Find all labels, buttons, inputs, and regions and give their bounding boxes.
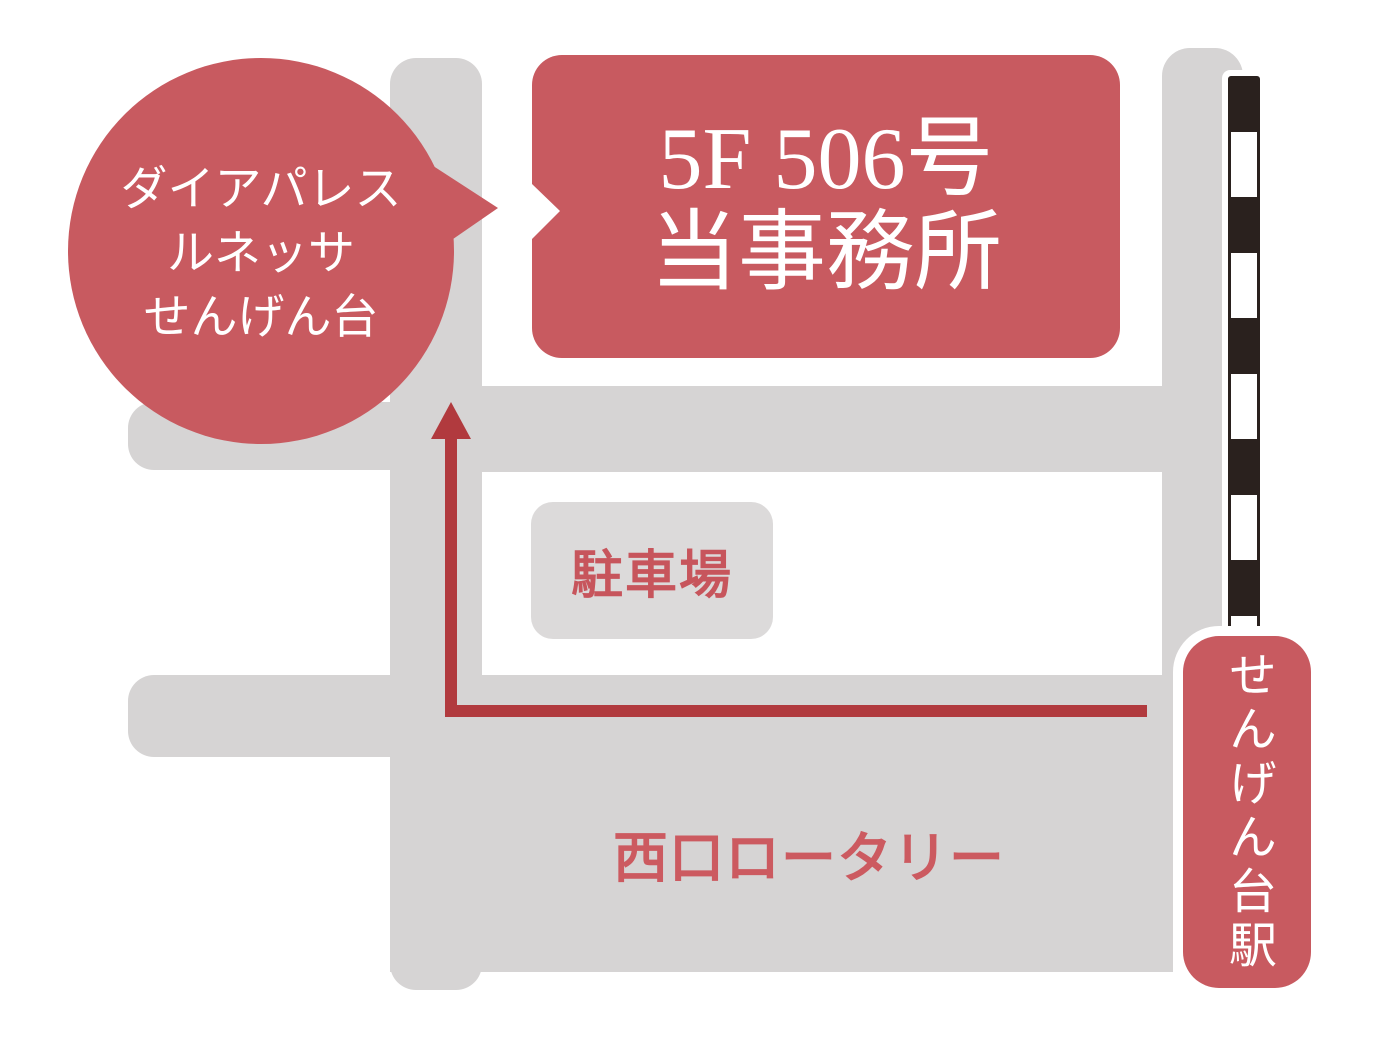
parking-area: 駐車場	[531, 502, 773, 639]
road-horizontal-upper	[390, 386, 1243, 472]
railway-track	[1228, 76, 1260, 636]
parking-label: 駐車場	[570, 547, 733, 605]
road-stub-left-lower	[128, 675, 428, 757]
building-name-bubble: ダイアパレス ルネッサ せんげん台	[68, 58, 454, 444]
station-name: せんげん台駅	[1221, 650, 1274, 974]
rotary-label: 西口ロータリー	[613, 827, 1006, 889]
office-floor-room: 5F 506号	[658, 110, 994, 208]
office-bubble: 5F 506号 当事務所	[532, 55, 1120, 358]
station-bubble: せんげん台駅	[1183, 636, 1311, 988]
building-name-line: せんげん台	[143, 292, 379, 344]
building-name-line: ルネッサ	[167, 228, 355, 280]
office-name: 当事務所	[649, 204, 1002, 302]
road-rotary-area	[390, 675, 1173, 972]
building-name-line: ダイアパレス	[120, 164, 402, 216]
